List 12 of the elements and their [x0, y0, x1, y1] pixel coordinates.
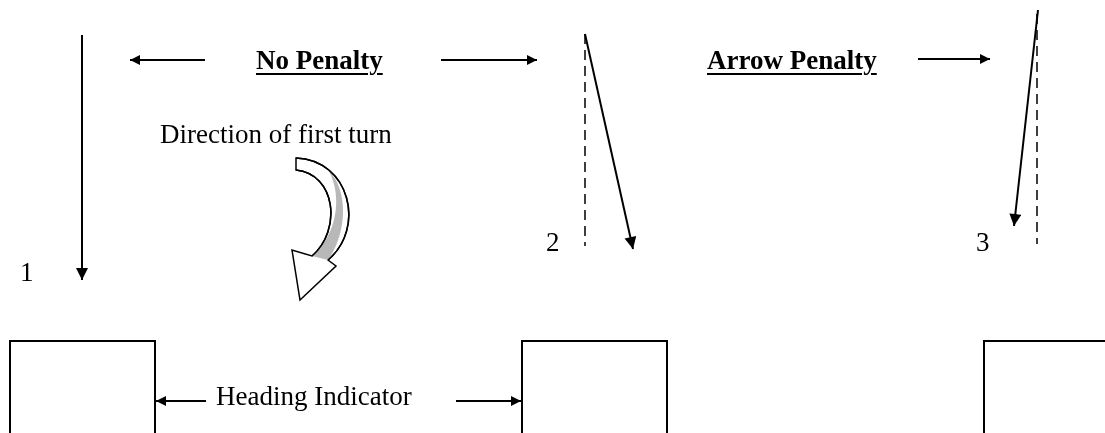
position-number: 3 [976, 226, 990, 258]
indicator-box [983, 340, 1105, 433]
indicator-box [521, 340, 668, 433]
heading-text: No Penalty [256, 44, 383, 76]
arrow [455, 396, 522, 406]
position-number: 2 [546, 226, 560, 258]
indicator-label: Heading Indicator [216, 378, 412, 414]
indicator-box [9, 340, 156, 433]
arrow [155, 396, 207, 406]
heading-text: Arrow Penalty [707, 44, 877, 76]
position-number: 1 [20, 256, 34, 288]
caption-text: Direction of first turn [160, 118, 392, 150]
